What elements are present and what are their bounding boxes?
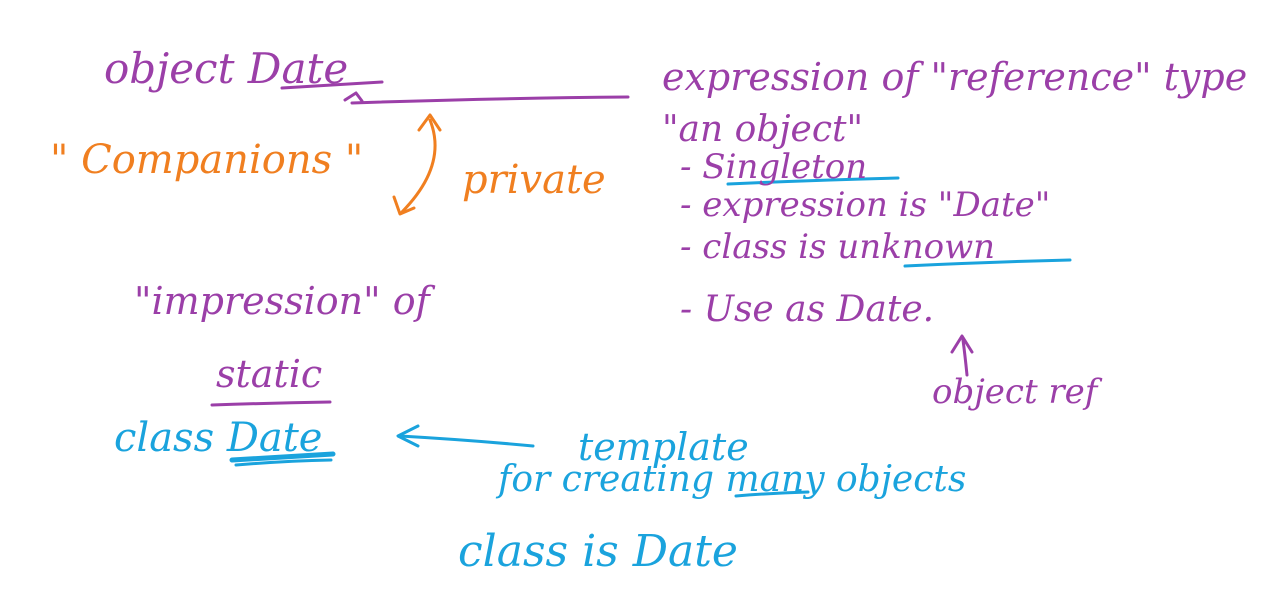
singleton-note: - Singleton [680,147,868,187]
object-date-connector-line [350,95,630,105]
template-note: template [578,425,749,469]
private-double-arrow [400,118,437,214]
class-date-underline-2 [234,458,333,467]
singleton-underline [726,176,900,186]
impression-of-note: "impression" of [134,279,430,323]
static-underline [210,400,332,407]
expression-reference-note: expression of "reference" type [662,55,1248,99]
for-creating-objects-note: for creating many objects [498,459,967,500]
template-arrow [398,434,535,448]
expression-is-date-note: - expression is "Date" [680,185,1051,225]
object-ref-arrow [961,338,969,377]
use-as-date-note: - Use as Date. [680,289,935,330]
object-date-underline [280,80,384,90]
object-date-note: object Date [104,44,349,93]
class-date-note: class Date [114,415,323,461]
object-ref-arrowhead [950,334,974,354]
class-date-underline [229,451,336,463]
unknown-underline [903,258,1072,268]
an-object-note: "an object" [662,109,864,150]
private-arrowhead-bottom [392,195,416,216]
many-underline [734,490,810,498]
object-ref-note: object ref [932,372,1098,412]
class-is-date-note: class is Date [458,526,738,577]
private-arrowhead-top [417,113,442,132]
companions-note: " Companions " [50,137,364,183]
template-arrowhead [396,424,420,448]
static-note: static [216,352,323,396]
connector-arrowhead [343,91,364,103]
private-note: private [462,157,606,203]
class-is-unknown-note: - class is unknown [680,227,996,267]
